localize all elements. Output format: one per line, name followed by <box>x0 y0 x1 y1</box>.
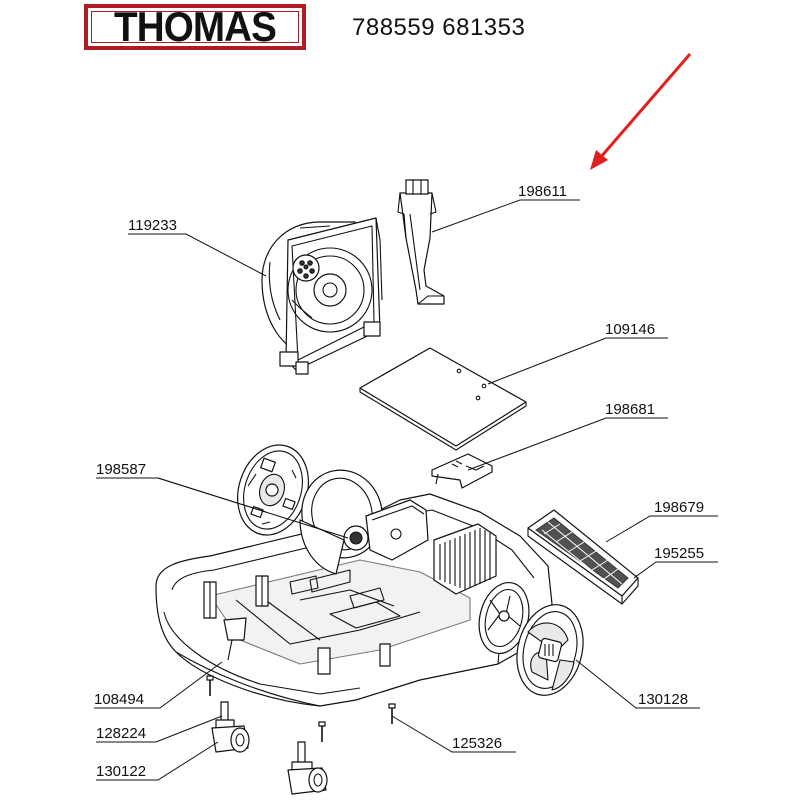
highlight-arrow <box>590 53 692 170</box>
part-label: 198611 <box>518 183 567 200</box>
part-109146-plate <box>359 347 527 451</box>
part-108494-base-chassis <box>155 469 553 707</box>
callout-130128: 130128 <box>575 659 700 709</box>
callout-109146: 109146 <box>487 321 668 385</box>
callout-198679: 198679 <box>605 499 718 543</box>
part-130122-castors <box>211 701 328 795</box>
part-130128-rear-wheels <box>478 581 584 696</box>
callout-125326: 125326 <box>391 715 516 753</box>
arrow-shaft <box>598 53 692 159</box>
callout-198681: 198681 <box>467 401 668 471</box>
article-codes: 788559 681353 <box>352 14 526 41</box>
part-label: 119233 <box>128 217 177 234</box>
castor-upper <box>211 701 250 753</box>
screw-left <box>206 675 214 696</box>
callout-130122: 130122 <box>96 741 219 781</box>
logo-text: THOMAS <box>114 3 277 50</box>
logo-inner-frame <box>91 11 299 43</box>
part-label: 130122 <box>96 763 146 780</box>
part-label: 198681 <box>605 401 655 418</box>
part-label: 198587 <box>96 461 146 478</box>
part-198587-wheel-disc <box>237 444 309 536</box>
part-label: 195255 <box>654 545 704 562</box>
part-198611-bracket <box>397 179 445 305</box>
part-label: 128224 <box>96 725 146 742</box>
callout-119233: 119233 <box>128 217 267 277</box>
screw-middle <box>318 721 326 742</box>
callout-108494: 108494 <box>94 661 223 709</box>
screw-right <box>388 703 396 724</box>
part-label: 108494 <box>94 691 144 708</box>
part-198679-grille-frame <box>527 509 639 605</box>
part-label: 198679 <box>654 499 704 516</box>
part-label: 130128 <box>638 691 688 708</box>
part-119233-motor-housing <box>261 217 383 375</box>
part-label: 109146 <box>605 321 655 338</box>
callout-198587: 198587 <box>96 461 349 539</box>
callout-128224: 128224 <box>96 715 223 743</box>
part-label: 125326 <box>452 735 502 752</box>
callout-195255: 195255 <box>633 545 718 579</box>
arrow-head <box>590 150 608 170</box>
part-198681-cover <box>431 453 493 489</box>
callout-198611: 198611 <box>431 183 580 233</box>
castor-lower <box>287 741 328 795</box>
brand-logo: THOMAS <box>84 4 306 50</box>
